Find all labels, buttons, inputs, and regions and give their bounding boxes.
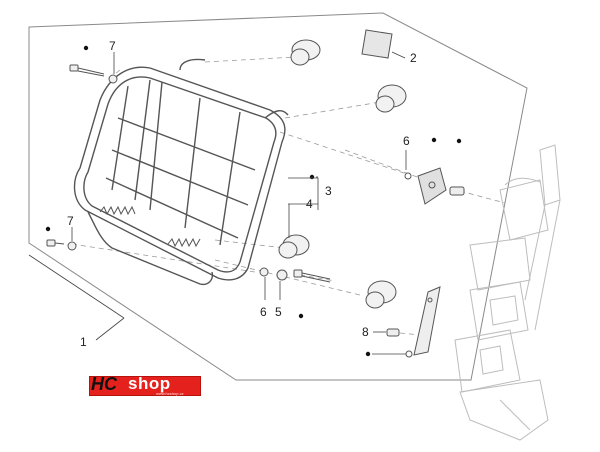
- callout-7-lower: 7: [67, 214, 74, 228]
- dot-bracket: [431, 137, 437, 143]
- bolt-lower-middle: [293, 269, 331, 283]
- bumper-upper-right: [375, 84, 407, 113]
- dot-bolt-upper-left: [83, 45, 89, 51]
- rubber-bumpers: [278, 39, 407, 309]
- mounting-bracket: [404, 167, 465, 205]
- hcshop-logo-hc: HC: [91, 374, 117, 394]
- callout-3: 3: [325, 184, 332, 198]
- hcshop-logo-shop: shop: [128, 374, 171, 393]
- washer-spacer: [276, 269, 288, 281]
- bumper-middle: [278, 234, 310, 259]
- alignment-lines: [71, 56, 506, 336]
- bolt-upper-left: [69, 64, 105, 77]
- dot-part-3: [309, 174, 315, 180]
- callout-5: 5: [275, 305, 282, 319]
- callout-6-upper: 6: [403, 134, 410, 148]
- hcshop-logo-url: www.hcshop.cz: [156, 391, 184, 396]
- callout-4: 4: [306, 197, 313, 211]
- nut-lower-left: [67, 241, 77, 251]
- washer-lower: [259, 267, 269, 277]
- dot-bracket-bolt: [456, 138, 462, 144]
- callout-7-upper: 7: [109, 39, 116, 53]
- bumper-top: [290, 39, 321, 66]
- callout-8: 8: [362, 325, 369, 339]
- dot-lower-bracket: [365, 351, 371, 357]
- dot-bolt-lower-left: [45, 226, 51, 232]
- leader-lines: [28, 51, 407, 355]
- callout-labels: 1 2 3 4 5 6 6 7 7 8: [67, 39, 417, 349]
- nut-upper-left: [108, 74, 118, 84]
- luggage-rack: [73, 58, 289, 286]
- bumper-lower: [365, 280, 397, 309]
- steering-column: [454, 144, 561, 441]
- dot-bolt-lower-middle: [298, 313, 304, 319]
- assembly-frame: [28, 12, 528, 381]
- lower-bracket: [386, 286, 441, 358]
- hcshop-logo: [89, 376, 201, 396]
- callout-6-lower: 6: [260, 305, 267, 319]
- rack-springs: [99, 205, 201, 248]
- fasteners: [46, 64, 331, 283]
- adhesive-pad: [361, 29, 393, 59]
- callout-1: 1: [80, 335, 87, 349]
- reference-dots: [45, 45, 462, 357]
- callout-2: 2: [410, 51, 417, 65]
- bolt-lower-left: [46, 239, 65, 247]
